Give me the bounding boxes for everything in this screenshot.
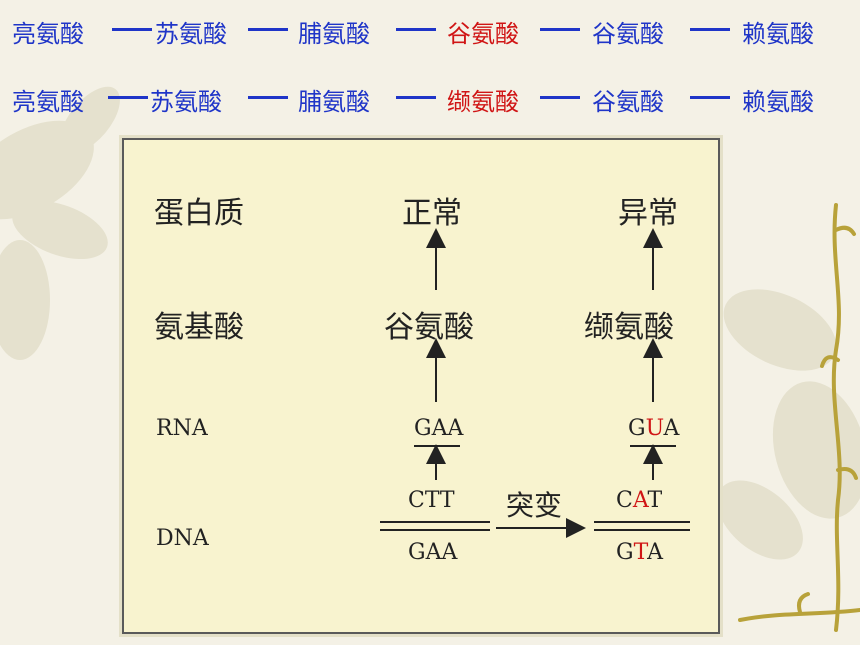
peptide-bond-dash — [248, 28, 288, 31]
amino-acid: 赖氨酸 — [742, 88, 814, 116]
diagram-arrows — [380, 228, 690, 538]
abnormal-protein: 异常 — [618, 196, 678, 231]
peptide-bond-dash — [108, 96, 148, 99]
amino-acid: 谷氨酸 — [592, 88, 664, 116]
label-rna: RNA — [156, 416, 208, 441]
amino-acid-mutation-site: 缬氨酸 — [447, 88, 519, 116]
base: G — [616, 540, 634, 565]
label-dna: DNA — [156, 526, 209, 551]
peptide-bond-dash — [690, 96, 730, 99]
amino-acid: 脯氨酸 — [298, 20, 370, 48]
peptide-bond-dash — [540, 28, 580, 31]
normal-amino-acid: 谷氨酸 — [384, 310, 474, 345]
mutated-base: T — [633, 540, 648, 565]
mutant-amino-acid: 缬氨酸 — [584, 310, 674, 345]
peptide-bond-dash — [690, 28, 730, 31]
mutation-label: 突变 — [506, 489, 563, 522]
normal-sequence-row: 亮氨酸 苏氨酸 脯氨酸 谷氨酸 谷氨酸 赖氨酸 — [0, 10, 860, 50]
base: T — [647, 488, 663, 513]
label-amino-acid: 氨基酸 — [154, 310, 244, 345]
mutant-dna-template-strand: GTA — [616, 540, 663, 565]
mutant-dna-coding-strand: CAT — [616, 488, 662, 513]
mutant-sequence-row: 亮氨酸 苏氨酸 脯氨酸 缬氨酸 谷氨酸 赖氨酸 — [0, 78, 860, 118]
peptide-bond-dash — [396, 28, 436, 31]
amino-acid: 谷氨酸 — [592, 20, 664, 48]
base: G — [628, 416, 646, 441]
base: A — [647, 540, 663, 565]
mutant-mrna-codon: GUA — [628, 416, 679, 441]
peptide-bond-dash — [112, 28, 152, 31]
amino-acid: 亮氨酸 — [12, 88, 84, 116]
base: C — [616, 488, 633, 513]
amino-acid: 苏氨酸 — [155, 20, 227, 48]
amino-acid: 脯氨酸 — [298, 88, 370, 116]
mutated-base: U — [645, 416, 664, 441]
normal-mrna-codon: GAA — [414, 416, 464, 441]
normal-dna-coding-strand: CTT — [408, 488, 455, 513]
base: A — [663, 416, 680, 441]
sickle-cell-mutation-diagram: 蛋白质 氨基酸 RNA DNA 正常 异常 谷氨酸 缬氨酸 GAA GUA CT… — [122, 138, 720, 634]
normal-protein: 正常 — [402, 196, 462, 231]
mutated-base: A — [632, 488, 648, 513]
peptide-bond-dash — [396, 96, 436, 99]
normal-dna-template-strand: GAA — [408, 540, 458, 565]
amino-acid: 赖氨酸 — [742, 20, 814, 48]
label-protein: 蛋白质 — [154, 196, 244, 231]
amino-acid: 苏氨酸 — [150, 88, 222, 116]
peptide-bond-dash — [540, 96, 580, 99]
peptide-bond-dash — [248, 96, 288, 99]
amino-acid: 亮氨酸 — [12, 20, 84, 48]
amino-acid-mutation-site: 谷氨酸 — [447, 20, 519, 48]
